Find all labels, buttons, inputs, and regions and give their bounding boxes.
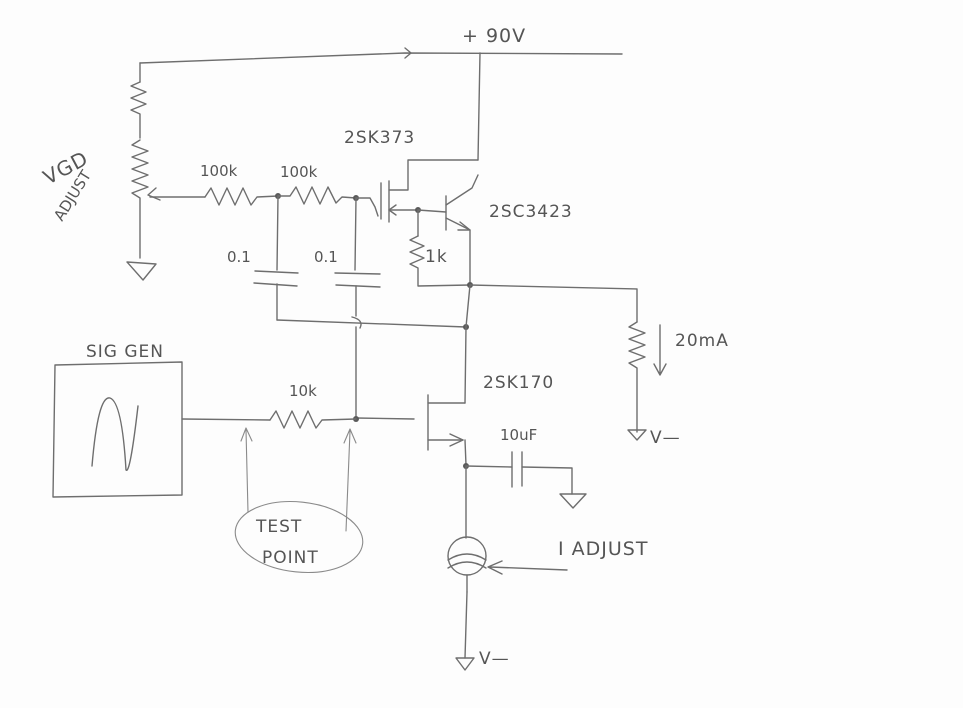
capacitor-10uf — [465, 451, 573, 495]
sig-gen-label: SIG GEN — [86, 342, 164, 362]
c1-label: 0.1 — [227, 248, 251, 266]
mosfet-top-label: 2SK373 — [344, 128, 415, 148]
v-minus-bottom-symbol — [455, 657, 475, 671]
c2-label: 0.1 — [314, 248, 338, 266]
test-point-label-2: POINT — [262, 548, 319, 568]
load-current-label: 20mA — [675, 331, 729, 351]
test-point-label-1: TEST — [255, 517, 302, 537]
capacitor-0-1-a — [253, 195, 299, 321]
i-adjust-arrow — [487, 560, 568, 575]
r-10k-label: 10k — [289, 382, 317, 400]
resistor-10k — [181, 410, 357, 429]
current-arrow — [653, 324, 667, 376]
mosfet-2sk373 — [355, 159, 479, 223]
r2-label: 100k — [280, 163, 318, 181]
wire-hop — [351, 316, 362, 329]
jfet-2sk170 — [355, 326, 467, 466]
v-minus-right-label: V— — [650, 428, 681, 448]
r1-label: 100k — [200, 162, 238, 180]
resistor-load — [628, 321, 646, 433]
cap-10uf-label: 10uF — [500, 426, 537, 444]
cap-return-wire — [276, 319, 467, 328]
output-wire — [469, 284, 638, 323]
vgd-adjust-potentiometer — [130, 62, 161, 259]
drain-wire — [464, 284, 471, 404]
jfet-label: 2SK170 — [483, 373, 554, 393]
bottom-wire — [464, 591, 468, 659]
resistor-100k-b — [277, 186, 357, 205]
supply-label: + 90V — [462, 25, 526, 47]
test-probes — [234, 427, 364, 573]
bjt-label: 2SC3423 — [489, 202, 573, 222]
v-minus-right-symbol — [627, 429, 647, 441]
r-1k-label: 1k — [425, 247, 448, 267]
bjt-2sc3423 — [417, 174, 479, 286]
i-adjust-label: I ADJUST — [558, 538, 648, 560]
resistor-1k — [409, 209, 471, 287]
v-minus-bottom-label: V— — [479, 649, 510, 669]
capacitor-0-1-b — [334, 197, 381, 317]
current-source-symbol — [447, 536, 487, 593]
ground-symbol-cap — [559, 493, 587, 509]
signal-generator-box — [52, 361, 183, 498]
resistor-100k-a — [149, 187, 279, 206]
supply-rail — [139, 47, 623, 161]
ground-symbol-left — [126, 261, 157, 281]
